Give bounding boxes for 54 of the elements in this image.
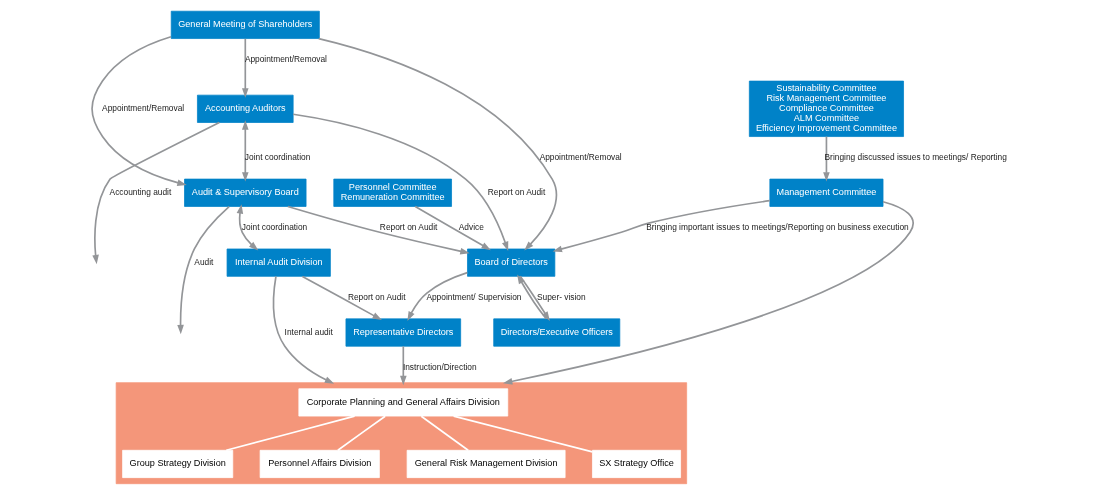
node-box: Board of Directors — [466, 248, 555, 277]
edge-label: Bringing important issues to meetings/Reporting on business execution — [645, 221, 909, 232]
arrow — [291, 113, 508, 252]
edge-label: Report on Audit — [487, 186, 545, 197]
node-box: SX Strategy Office — [591, 449, 681, 478]
arrow — [90, 36, 187, 186]
node-box: General Meeting of Shareholders — [170, 10, 320, 39]
edge-label: Report on Audit — [347, 291, 405, 302]
arrow — [286, 205, 470, 255]
arrow — [241, 38, 249, 98]
cluster — [115, 382, 687, 485]
connector — [452, 415, 593, 453]
node-box: Accounting Auditors — [196, 94, 294, 123]
edge-label: Audit — [193, 256, 213, 267]
edge-label: Report on Audit — [379, 221, 437, 232]
edge-label: Bringing discussed issues to meetings/ Reporting — [824, 151, 1007, 162]
edge-label: Appointment/Removal — [101, 102, 184, 113]
arrow — [301, 275, 382, 321]
node-box: Personnel Affairs Division — [259, 449, 380, 478]
node-box: Personnel Committee Remuneration Committee — [332, 178, 452, 207]
edge-label: Appointment/Removal — [539, 151, 622, 162]
node-box: Representative Directors — [345, 318, 461, 347]
edge-label: Super- vision — [536, 291, 586, 302]
arrow — [822, 135, 830, 182]
node-box: Audit & Supervisory Board — [183, 178, 306, 207]
edge-label: Instruction/Direction — [402, 361, 477, 372]
node-box: Internal Audit Division — [226, 248, 331, 277]
arrow — [317, 37, 557, 251]
connector — [336, 415, 386, 452]
arrow — [91, 121, 220, 265]
node-box: Sustainability Committee Risk Management Committee Compliance Committee ALM Committee Efficiency Improvement Committee — [748, 80, 904, 137]
arrow — [502, 200, 914, 385]
node-box: General Risk Management Division — [406, 449, 565, 478]
arrow — [399, 345, 407, 386]
edge-label: Advice — [458, 221, 484, 232]
arrow — [413, 205, 491, 251]
arrow — [552, 199, 771, 253]
edge-label: Appointment/ Supervision — [425, 291, 521, 302]
connector — [419, 415, 469, 452]
arrow — [406, 271, 468, 321]
arrow — [176, 205, 230, 335]
node-box: Group Strategy Division — [121, 449, 233, 478]
arrow — [241, 120, 249, 182]
arrow — [236, 204, 258, 251]
edge-label: Internal audit — [284, 326, 333, 337]
edge-label: Accounting audit — [109, 186, 171, 197]
arrow — [272, 275, 334, 384]
connector — [224, 415, 355, 452]
node-box: Directors/Executive Officers — [492, 318, 620, 347]
edge-label: Appointment/Removal — [244, 53, 327, 64]
node-box: Management Committee — [768, 178, 883, 207]
edge-label: Joint coordination — [241, 221, 307, 232]
node-box: Corporate Planning and General Affairs Division — [297, 388, 508, 417]
edge-label: Joint coordination — [244, 151, 310, 162]
